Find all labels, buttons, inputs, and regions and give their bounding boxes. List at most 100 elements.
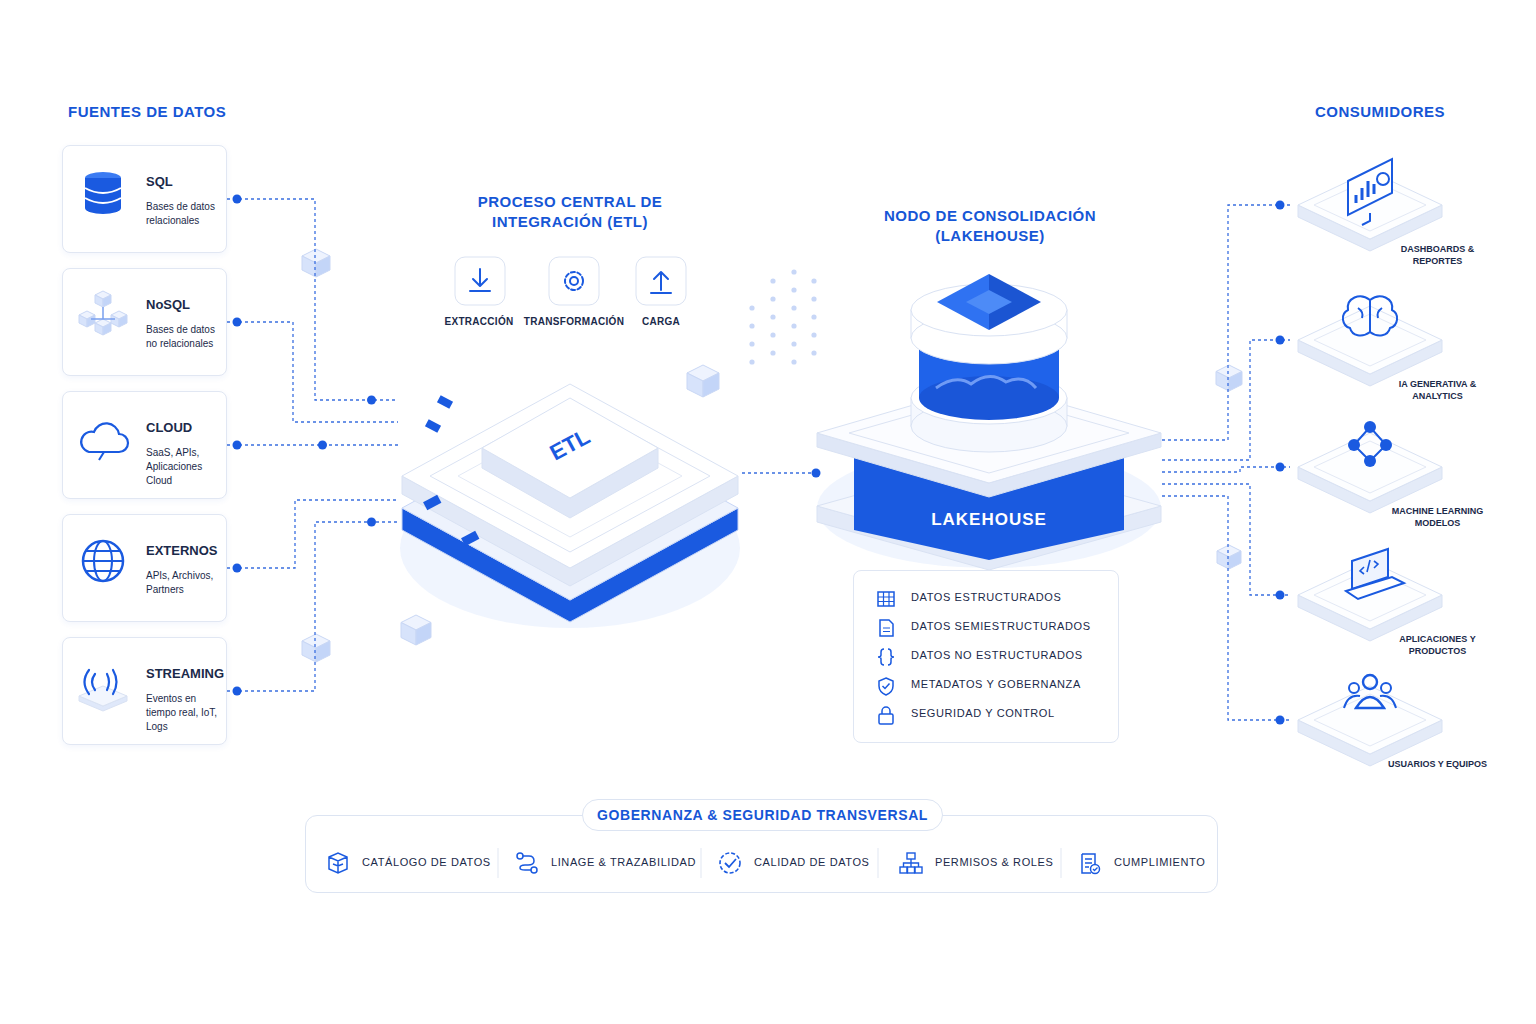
governance-item: PERMISOS & ROLES	[935, 856, 1053, 868]
shape	[879, 707, 893, 724]
shape	[119, 315, 127, 327]
shape	[791, 269, 796, 274]
data-types-panel: DATOS ESTRUCTURADOS DATOS SEMIESTRUCTURAD…	[853, 570, 1119, 743]
connector-line	[227, 500, 398, 568]
connector	[1162, 201, 1290, 441]
lakehouse-label: LAKEHOUSE	[889, 510, 1089, 530]
shape	[517, 853, 523, 859]
wire-dot	[233, 564, 242, 573]
text-slot: USUARIOS Y EQUIPOS	[1385, 758, 1490, 770]
text-slot: Bases de datos no relacionales	[146, 323, 224, 351]
shape	[103, 323, 111, 335]
column-heading: FUENTES DE DATOS	[68, 103, 268, 120]
consumer-tile: USUARIOS Y EQUIPOS	[1290, 658, 1495, 786]
shape	[99, 452, 104, 460]
data-type-item: DATOS SEMIESTRUCTURADOS	[911, 620, 1111, 632]
source-card: STREAMINGEventos en tiempo real, IoT, Lo…	[62, 637, 227, 745]
shape	[1298, 686, 1442, 754]
consumer-label: DASHBOARDS & REPORTES	[1385, 243, 1490, 267]
wire-dot	[318, 441, 327, 450]
source-body: SaaS, APIs, Aplicaciones Cloud	[146, 446, 224, 488]
shape	[791, 323, 796, 328]
shape	[565, 272, 583, 290]
text-slot: ETL	[520, 432, 620, 458]
shape	[879, 678, 893, 695]
shape	[749, 323, 754, 328]
shape	[425, 419, 441, 433]
shape	[482, 398, 658, 498]
wire-dot	[1276, 336, 1285, 345]
shape	[636, 257, 686, 305]
shape	[402, 384, 738, 568]
text-slot: Bases de datos relacionales	[146, 200, 224, 228]
source-icon	[77, 291, 133, 347]
etl-platform: PROCESO CENTRAL DE INTEGRACIÓN (ETL)ETL	[398, 358, 742, 638]
connector	[1162, 484, 1290, 600]
shape	[878, 848, 879, 878]
data-type-item: DATOS NO ESTRUCTURADOS	[911, 649, 1111, 661]
source-icon	[77, 537, 133, 593]
shape	[95, 323, 103, 335]
shape	[791, 341, 796, 346]
shape	[1360, 560, 1378, 574]
shape	[81, 423, 128, 452]
wire-dot	[367, 396, 376, 405]
shape	[302, 641, 316, 662]
shape	[687, 373, 703, 397]
connector	[1162, 336, 1290, 461]
shape	[811, 296, 816, 301]
shape	[83, 541, 123, 581]
shape	[749, 305, 754, 310]
text-slot: NODO DE CONSOLIDACIÓN (LAKEHOUSE)	[870, 206, 1110, 246]
governance-item: CUMPLIMIENTO	[1114, 856, 1205, 868]
shape	[900, 853, 922, 873]
shape	[91, 307, 115, 319]
wire-dot	[1276, 201, 1285, 210]
shape	[85, 178, 121, 208]
connector-line	[1162, 484, 1290, 595]
text-slot: DATOS ESTRUCTURADOS	[911, 591, 1111, 603]
connector-line	[742, 472, 816, 473]
source-heading: STREAMING	[146, 666, 224, 681]
text-slot: TRANSFORMACIÓN	[514, 316, 634, 327]
band-title: GOBERNANZA & SEGURIDAD TRANSVERSAL	[582, 799, 943, 831]
lakehouse-node: NODO DE CONSOLIDACIÓN (LAKEHOUSE)LAKEHOU…	[816, 268, 1162, 568]
consumer-tile: DASHBOARDS & REPORTES	[1290, 143, 1495, 271]
connector-line	[1162, 205, 1290, 440]
wire-dot	[233, 687, 242, 696]
shape	[878, 592, 894, 606]
shape	[316, 641, 330, 662]
shape	[915, 867, 922, 873]
shape	[725, 859, 736, 867]
shape	[83, 551, 123, 571]
consumer-tile: IA GENERATIVA & ANALYTICS	[1290, 278, 1495, 406]
shape	[811, 278, 816, 283]
wire-dot	[233, 195, 242, 204]
data-type-item: DATOS ESTRUCTURADOS	[911, 591, 1111, 603]
shape	[470, 269, 671, 293]
shape	[1091, 865, 1100, 874]
governance-band: GOBERNANZA & SEGURIDAD TRANSVERSALCATÁLO…	[305, 815, 1218, 893]
shape	[1082, 854, 1100, 874]
shape	[437, 395, 453, 409]
shape	[461, 531, 479, 546]
shape	[549, 257, 599, 305]
connector	[227, 195, 398, 405]
source-heading: CLOUD	[146, 420, 224, 435]
source-icon	[77, 414, 133, 470]
shape	[1217, 551, 1229, 569]
shape	[1314, 441, 1426, 493]
connector	[1162, 463, 1290, 473]
source-heading: NoSQL	[146, 297, 224, 312]
shape	[455, 257, 505, 305]
text-slot: PERMISOS & ROLES	[935, 856, 1053, 868]
source-card: EXTERNOSAPIs, Archivos, Partners	[62, 514, 227, 622]
shape	[878, 592, 894, 606]
connector-line	[227, 199, 398, 400]
consumer-label: MACHINE LEARNING MODELOS	[1385, 505, 1490, 529]
text-slot: CARGA	[601, 316, 721, 327]
shape	[1061, 848, 1062, 878]
shape	[880, 620, 893, 636]
section-heading: PROCESO CENTRAL DE INTEGRACIÓN (ETL)	[465, 192, 675, 232]
